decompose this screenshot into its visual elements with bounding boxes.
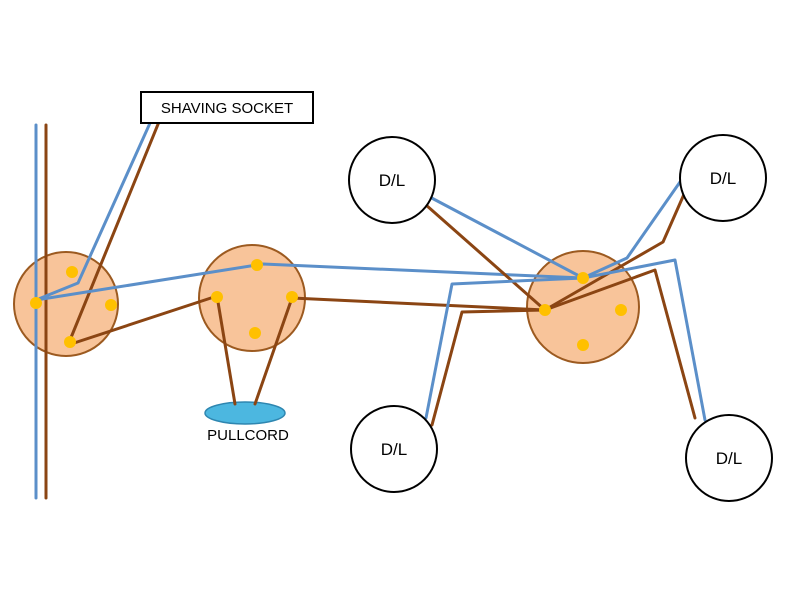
terminal-dot	[105, 299, 117, 311]
pullcord-wire-b	[253, 296, 294, 406]
downlight-icon	[679, 134, 767, 222]
dl-bottom-left-neutral-wire	[424, 276, 585, 420]
dl-top-right-neutral-wire	[581, 180, 682, 280]
dl-top-right-live-wire	[543, 190, 687, 312]
terminal-dot	[66, 266, 78, 278]
terminal-dot	[30, 297, 42, 309]
shaving-socket-label: SHAVING SOCKET	[161, 100, 293, 117]
dl-top-left-live-wire	[424, 203, 547, 312]
terminal-dot	[577, 339, 589, 351]
terminal-dot	[64, 336, 76, 348]
wires	[34, 110, 707, 500]
downlight-label: D/L	[381, 440, 407, 459]
downlight-top-left: D/L	[348, 136, 436, 224]
downlight-top-right: D/L	[679, 134, 767, 222]
terminal-dot	[249, 327, 261, 339]
dl-top-left-neutral-wire	[424, 193, 585, 280]
downlight-label: D/L	[716, 449, 742, 468]
terminals	[30, 259, 627, 351]
pullcord-wire-a	[215, 294, 237, 406]
terminal-dot	[211, 291, 223, 303]
rose-link-live-wire	[66, 294, 219, 347]
terminal-dot	[539, 304, 551, 316]
pullcord-icon	[204, 401, 286, 425]
pullcord-label: PULLCORD	[207, 427, 289, 444]
downlight-label: D/L	[379, 171, 405, 190]
shaving-socket-box	[140, 91, 314, 124]
dl-bottom-right-neutral-wire	[581, 258, 707, 422]
switched-live-wire	[290, 296, 547, 312]
terminal-dot	[286, 291, 298, 303]
rose-link-neutral-wire	[34, 262, 585, 302]
shaving-socket-neutral-wire	[34, 110, 157, 302]
ceiling-rose-left	[13, 251, 119, 357]
downlight-bottom-right: D/L	[685, 414, 773, 502]
downlight-bottom-left: D/L	[350, 405, 438, 493]
dl-bottom-left-live-wire	[430, 308, 547, 427]
shaving-socket-live-wire	[66, 110, 165, 347]
terminal-dot	[251, 259, 263, 271]
terminal-dot	[615, 304, 627, 316]
dl-bottom-right-live-wire	[543, 268, 697, 420]
downlight-label: D/L	[710, 169, 736, 188]
downlight-icon	[348, 136, 436, 224]
terminal-dot	[577, 272, 589, 284]
shaving-socket: SHAVING SOCKET	[140, 91, 314, 124]
downlight-icon	[685, 414, 773, 502]
downlight-icon	[350, 405, 438, 493]
